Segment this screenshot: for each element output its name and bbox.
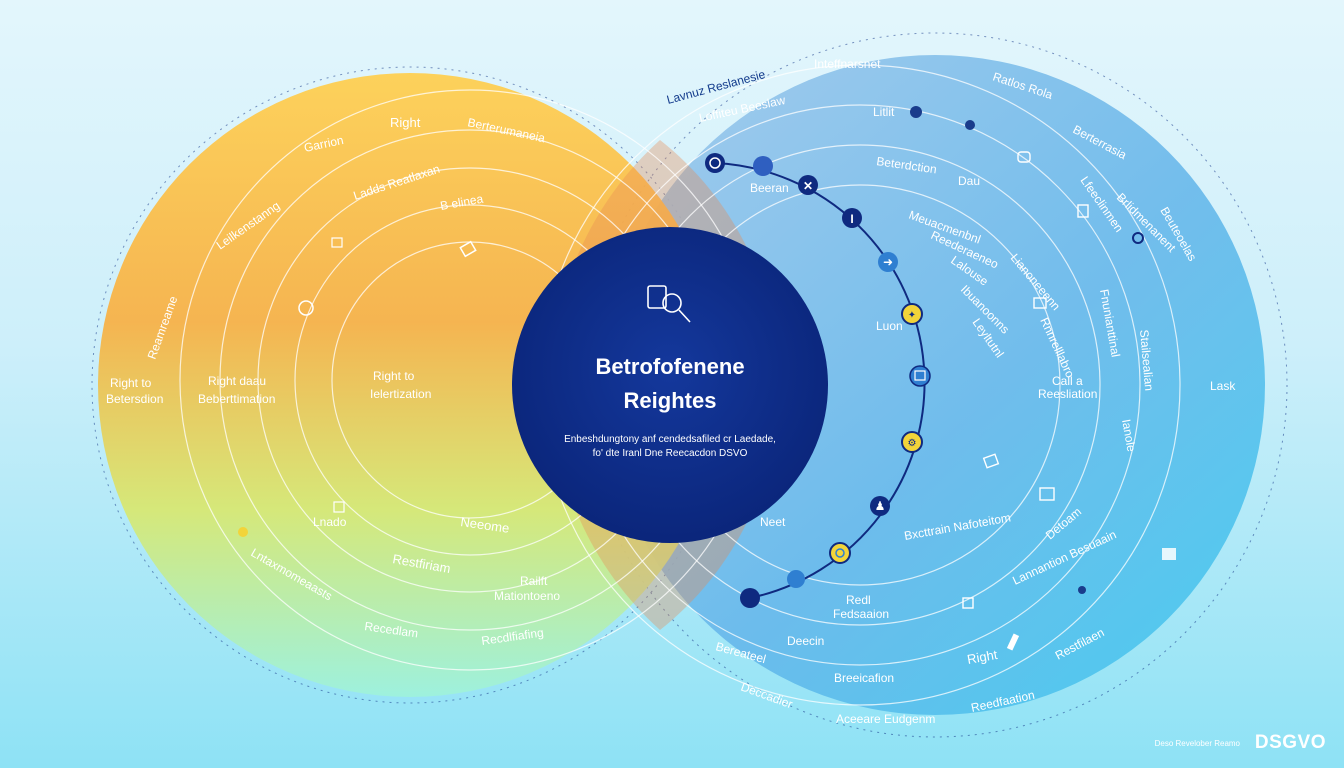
magnifier-icon [647,285,691,323]
lightbulb-icon: ✦ [908,310,916,321]
timeline-node [901,431,923,453]
doc-icon [333,501,345,513]
dot-icon [965,120,975,130]
timeline-nodes: ✕ I ➜ ✦ ⚙ ♟ [705,153,931,608]
timeline-node [829,542,851,564]
right-label: Inteffnarsnet [814,57,881,71]
left-label: Mationtoeno [494,589,560,603]
right-label: Ianole [1119,418,1139,453]
left-label: Ielertization [370,387,431,401]
left-label: Right [390,115,421,130]
person-outline-icon [709,157,721,169]
dot-icon [910,106,922,118]
right-label: Fedsaaion [833,607,889,621]
left-label: Neeome [460,514,511,536]
brand-logo: DSGVO [1254,732,1326,753]
right-icons [910,106,1176,651]
timeline-node [870,496,890,516]
close-icon: ✕ [803,179,813,193]
left-label: Betersdion [106,392,163,406]
gear-icon: ⚙ [908,438,917,449]
right-label: Lask [1210,379,1236,393]
right-label: Reesliation [1038,387,1097,401]
document-icon [459,240,477,258]
dot-icon [1078,586,1086,594]
right-label: Deecin [787,634,824,648]
right-label: Stailsealian [1137,329,1156,391]
people-icon [1162,548,1176,560]
center-disc [512,227,828,543]
dot-icon [238,527,248,537]
tag-icon [982,453,1000,469]
info-icon [298,300,314,316]
folder-icon [1033,297,1047,309]
timeline-node [798,175,818,195]
person-icon: ♟ [875,499,886,513]
calendar-icon [914,370,926,381]
right-label: Redl [846,593,871,607]
image-icon [1039,487,1055,501]
center-subtitle-line1: Enbeshdungtony anf cendedsafiled cr Laed… [564,434,776,445]
timeline-node [842,208,862,228]
timeline-node [753,156,773,176]
left-label: Beberttimation [198,392,275,406]
right-label: Aceeare Eudgenm [836,712,935,726]
right-label: Call a [1052,374,1083,388]
right-label: Right [966,647,999,667]
search-icon [1132,232,1144,244]
search-icon [835,548,845,558]
left-icons [238,237,477,537]
left-label: Railft [520,574,548,588]
left-label: Right to [110,376,152,390]
chat-icon [1017,151,1031,163]
right-label: Litlit [873,105,895,119]
timeline-node [878,252,898,272]
center-title-line2: Reightes [624,388,717,413]
info-icon: I [850,212,853,226]
timeline-node [705,153,725,173]
timeline-node [787,570,805,588]
right-label: Breeicafion [834,671,894,685]
arrow-icon: ➜ [883,255,893,269]
document-icon [1077,204,1089,218]
center-subtitle-line2: fo' dte Iranl Dne Reecacdon DSVO [593,448,748,459]
left-label: Lnado [313,515,347,529]
right-label: Deccadier [739,680,795,712]
left-label: Right to [373,369,415,383]
timeline-node [901,303,923,325]
right-label: Beeran [750,181,789,195]
footer-caption: Deso Revelober Reamo [1154,739,1240,748]
right-outer-orbit [582,32,1288,738]
left-circle [98,73,722,697]
right-label: Luon [876,319,903,333]
timeline-node [740,588,760,608]
right-label: Dau [958,174,980,188]
center-title-line1: Betrofofenene [595,354,744,379]
right-label: Neet [760,515,786,529]
close-icon [962,597,974,609]
right-circle [605,55,1265,715]
timeline-node [909,365,931,387]
left-label: Right daau [208,374,266,388]
chat-icon [331,237,343,248]
pen-icon [1006,633,1020,651]
